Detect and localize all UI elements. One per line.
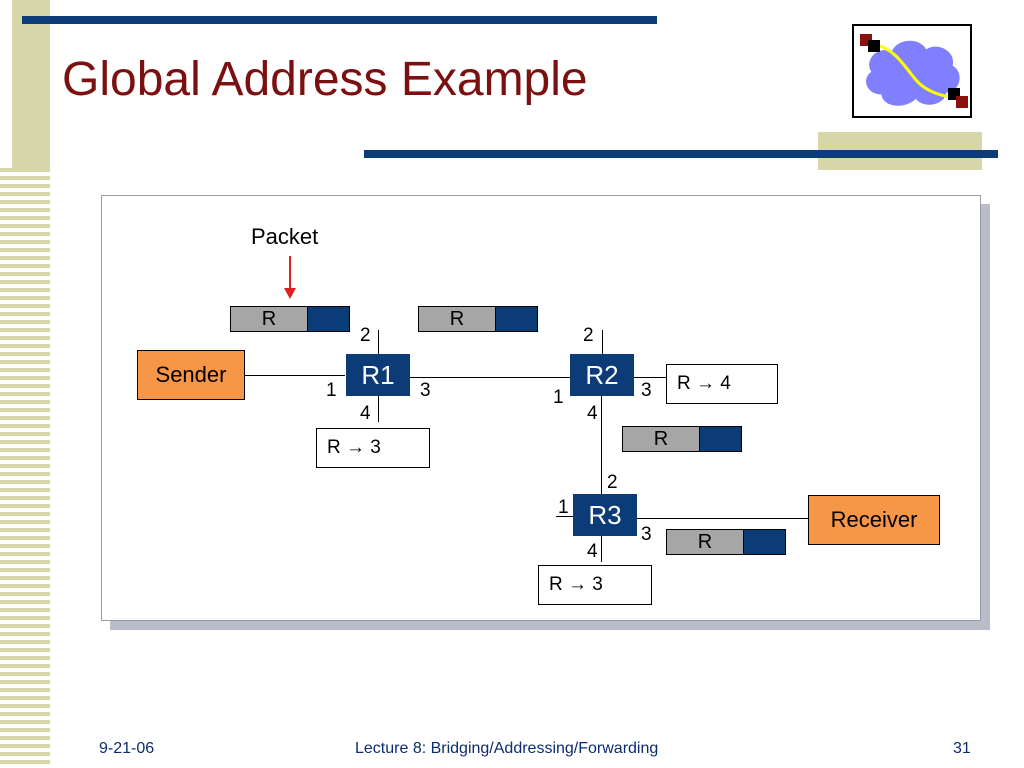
forwarding-diagram [101,195,981,621]
decorative-stripe-block [0,0,50,168]
r2-port-right: 3 [641,380,652,401]
network-logo [852,24,972,118]
r1-port-left: 1 [326,380,337,401]
r1-port-bottom: 4 [360,403,371,424]
link-r3-receiver [636,518,808,519]
receiver-host: Receiver [808,495,940,545]
link-r2-r3 [601,396,602,494]
cloud-network-icon [860,34,968,108]
packet-r1-r2: R [418,306,538,332]
r1-port-right: 3 [420,380,431,401]
link-r1-r2 [410,377,570,378]
packet-at-receiver: R [666,529,786,555]
link-sender-r1 [245,375,345,376]
packet-header: R [623,427,700,451]
router-r3: R3 [573,494,637,536]
router-r1: R1 [346,354,410,396]
r2-port-top: 2 [583,325,594,346]
stub-r2-port2 [602,330,603,354]
packet-at-sender: R [230,306,350,332]
footer-page-number: 31 [953,740,971,757]
packet-payload [308,307,349,331]
r1-forwarding-table: R → 3 [316,428,430,468]
packet-payload [744,530,785,554]
stub-r3-port4 [601,536,602,562]
slide-title: Global Address Example [62,53,588,106]
r3-port-bottom: 4 [587,541,598,562]
packet-label: Packet [251,224,319,249]
r3-port-left: 1 [558,497,569,518]
packet-r2-r3: R [622,426,742,452]
packet-header: R [667,530,744,554]
r3-port-right: 3 [641,524,652,545]
packet-payload [700,427,741,451]
r2-port-left: 1 [553,387,564,408]
footer-title: Lecture 8: Bridging/Addressing/Forwardin… [355,740,659,757]
stub-r2-port3 [634,377,666,378]
router-r2: R2 [570,354,634,396]
title-underline-bar [364,150,998,158]
stub-r3-port1 [556,516,574,517]
top-accent-bar [22,16,657,24]
packet-header: R [231,307,308,331]
r2-forwarding-table: R → 4 [666,364,778,404]
stub-r1-port4 [378,396,379,422]
r1-port-top: 2 [360,325,371,346]
packet-arrow-icon [284,256,296,299]
footer-date: 9-21-06 [99,740,155,757]
r2-port-bottom: 4 [587,403,598,424]
r3-port-top: 2 [607,472,618,493]
stub-r1-port2 [378,330,379,354]
r3-forwarding-table: R → 3 [538,565,652,605]
packet-header: R [419,307,496,331]
packet-payload [496,307,537,331]
sender-host: Sender [137,350,245,400]
